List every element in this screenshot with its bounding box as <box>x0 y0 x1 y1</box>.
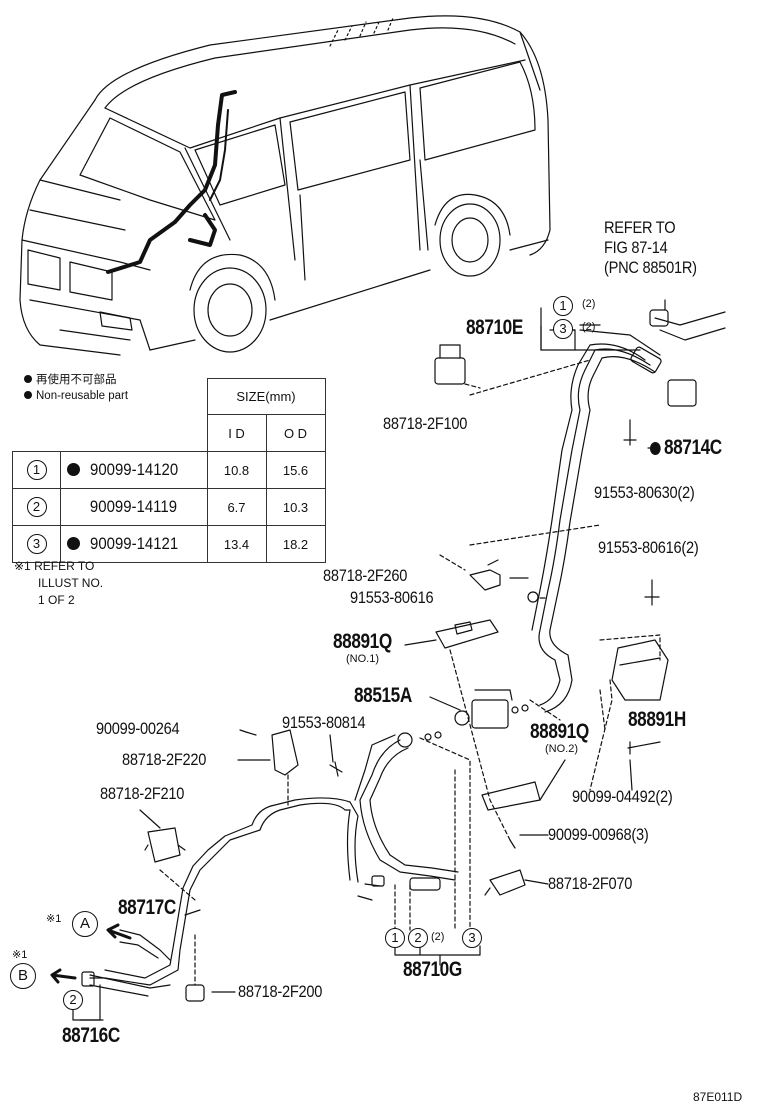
label-no1: (NO.1) <box>346 653 379 665</box>
part-number: 90099-14121 <box>90 534 179 553</box>
leader-lines <box>139 447 656 993</box>
part-number: 90099-14119 <box>89 497 178 516</box>
legend-line2: Non-reusable part <box>36 390 129 402</box>
refer-to-line1: REFER TO <box>604 218 676 237</box>
label-88891Q-no2: 88891Q <box>530 720 589 743</box>
label-88718-2F070: 88718-2F070 <box>548 874 633 893</box>
table-row: 2 90099-14119 6.7 10.3 <box>12 488 326 526</box>
note-line3: 1 OF 2 <box>38 593 75 607</box>
inner-diameter: 6.7 <box>206 488 267 526</box>
label-88718-2F210: 88718-2F210 <box>100 784 185 803</box>
circled-1: 1 <box>553 296 573 316</box>
label-no2: (NO.2) <box>545 743 578 755</box>
inner-diameter: 10.8 <box>206 451 267 489</box>
row-number: 3 <box>26 534 47 554</box>
qty-label: (2) <box>582 298 596 310</box>
ref-B: B <box>10 963 36 989</box>
note-marker: ※1 <box>46 913 62 925</box>
legend: 再使用不可部品 Non-reusable part <box>22 372 128 404</box>
qty-label: (2) <box>582 321 596 333</box>
note-marker: ※1 <box>12 949 28 961</box>
row-number: 2 <box>26 497 47 517</box>
outer-diameter: 15.6 <box>265 451 326 489</box>
label-88710E: 88710E <box>466 316 523 339</box>
note-line2: ILLUST NO. <box>38 576 104 590</box>
outer-diameter: 10.3 <box>265 488 326 526</box>
label-88716C: 88716C <box>62 1024 120 1047</box>
table-row: 1 90099-14120 10.8 15.6 <box>12 451 326 489</box>
label-88717C: 88717C <box>118 896 176 919</box>
non-reusable-dot <box>67 537 80 550</box>
label-90099-04492: 90099-04492(2) <box>572 787 673 806</box>
circled-1: 1 <box>385 928 405 948</box>
refer-to-line2: FIG 87-14 <box>604 238 668 257</box>
label-88718-2F100: 88718-2F100 <box>383 414 468 433</box>
label-88710G: 88710G <box>403 958 462 981</box>
circled-3: 3 <box>462 928 482 948</box>
label-91553-80814: 91553-80814 <box>282 713 366 732</box>
part-number: 90099-14120 <box>90 460 179 479</box>
od-header: O D <box>265 414 326 452</box>
legend-line1: 再使用不可部品 <box>36 374 117 386</box>
circled-2: 2 <box>408 928 428 948</box>
row-number: 1 <box>26 460 47 480</box>
size-table: SIZE(mm) I D O D 1 90099-14120 10.8 15.6… <box>12 378 326 563</box>
qty-label: (2) <box>431 931 445 943</box>
label-91553-80616: 91553-80616 <box>350 588 434 607</box>
illustration-code: 87E011D <box>693 1090 743 1104</box>
non-reusable-dot <box>650 442 661 455</box>
id-header: I D <box>206 414 267 452</box>
ref-A: A <box>72 911 98 937</box>
table-row: 3 90099-14121 13.4 18.2 <box>12 525 326 563</box>
circled-2: 2 <box>63 990 83 1010</box>
size-header: SIZE(mm) <box>206 378 326 415</box>
inner-diameter: 13.4 <box>206 525 267 563</box>
label-88718-2F220: 88718-2F220 <box>122 750 207 769</box>
label-88891Q-no1: 88891Q <box>333 630 392 653</box>
upper-pipes <box>434 299 726 896</box>
circled-3: 3 <box>553 319 573 339</box>
label-88718-2F200: 88718-2F200 <box>238 982 323 1001</box>
label-91553-80616-2: 91553-80616(2) <box>598 538 699 557</box>
lower-pipes <box>50 307 576 1021</box>
refer-note: ※1 REFER TO ILLUST NO. 1 OF 2 <box>14 558 103 609</box>
label-90099-00264: 90099-00264 <box>96 719 180 738</box>
refer-to-line3: (PNC 88501R) <box>604 258 697 277</box>
label-91553-80630: 91553-80630(2) <box>594 483 695 502</box>
label-88891H: 88891H <box>628 708 686 731</box>
note-line1: ※1 REFER TO <box>14 559 95 573</box>
van-illustration <box>19 15 551 356</box>
non-reusable-dot <box>67 463 80 476</box>
label-88515A: 88515A <box>354 684 412 707</box>
label-88718-2F260: 88718-2F260 <box>323 566 408 585</box>
label-90099-00968: 90099-00968(3) <box>548 825 649 844</box>
label-88714C: 88714C <box>650 436 722 460</box>
outer-diameter: 18.2 <box>265 525 326 563</box>
